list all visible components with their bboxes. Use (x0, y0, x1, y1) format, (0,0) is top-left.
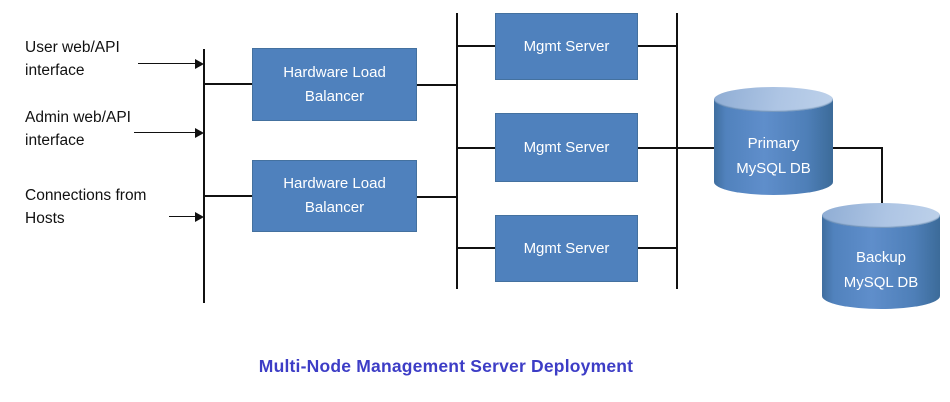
input-label-user-web-api: User web/API interface (25, 39, 120, 79)
bus-line-inputs (203, 49, 205, 303)
connector-bus-to-server1 (457, 45, 495, 47)
arrow-head-icon (195, 58, 204, 69)
diagram-title: Multi-Node Management Server Deployment (258, 356, 634, 376)
connector-lb1-to-bus (417, 84, 457, 86)
mgmt-server-node-3: Mgmt Server (495, 215, 638, 282)
primary-mysql-db-cylinder: Primary MySQL DB (714, 87, 833, 195)
arrow-shaft (134, 131, 196, 134)
arrow-user-interface (138, 58, 204, 69)
link-primary-to-backup-horizontal (833, 147, 882, 149)
arrow-head-icon (195, 127, 204, 138)
cylinder-body (822, 215, 940, 309)
connector-server3-to-bus (638, 247, 676, 249)
connector-bus-to-lb1 (203, 83, 252, 85)
link-primary-to-backup-vertical (881, 147, 883, 207)
load-balancer-node-1: Hardware Load Balancer (252, 48, 417, 121)
db-label-primary: Primary MySQL DB (714, 131, 833, 181)
cylinder-top-icon (714, 87, 833, 112)
node-label: Hardware Load Balancer (283, 175, 386, 216)
arrow-host-connections (169, 211, 204, 222)
mgmt-server-node-1: Mgmt Server (495, 13, 638, 80)
cylinder-body (714, 99, 833, 195)
connector-bus-to-server2 (457, 147, 495, 149)
connector-lb2-to-bus (417, 196, 457, 198)
connector-bus-to-server3 (457, 247, 495, 249)
backup-mysql-db-cylinder: Backup MySQL DB (822, 203, 940, 309)
node-label: Mgmt Server (523, 239, 610, 257)
arrow-admin-interface (134, 127, 204, 138)
node-label: Mgmt Server (523, 138, 610, 156)
db-label-text: Backup MySQL DB (843, 249, 919, 291)
input-label-connections-hosts: Connections from Hosts (25, 187, 147, 227)
load-balancer-node-2: Hardware Load Balancer (252, 160, 417, 232)
node-label: Mgmt Server (523, 37, 610, 55)
node-label: Hardware Load Balancer (283, 63, 386, 105)
connector-bus-to-lb2 (203, 195, 252, 197)
db-label-text: Primary MySQL DB (736, 135, 811, 177)
cylinder-top-icon (822, 203, 940, 228)
mgmt-server-node-2: Mgmt Server (495, 113, 638, 182)
input-label-admin-web-api: Admin web/API interface (25, 109, 131, 149)
connector-server2-to-primary-db (638, 147, 714, 149)
db-label-backup: Backup MySQL DB (822, 245, 940, 295)
arrow-shaft (138, 62, 196, 65)
bus-line-balancers (456, 13, 458, 289)
connector-server1-to-bus (638, 45, 676, 47)
arrow-shaft (169, 215, 196, 218)
bus-line-servers (676, 13, 678, 289)
arrow-head-icon (195, 211, 204, 222)
